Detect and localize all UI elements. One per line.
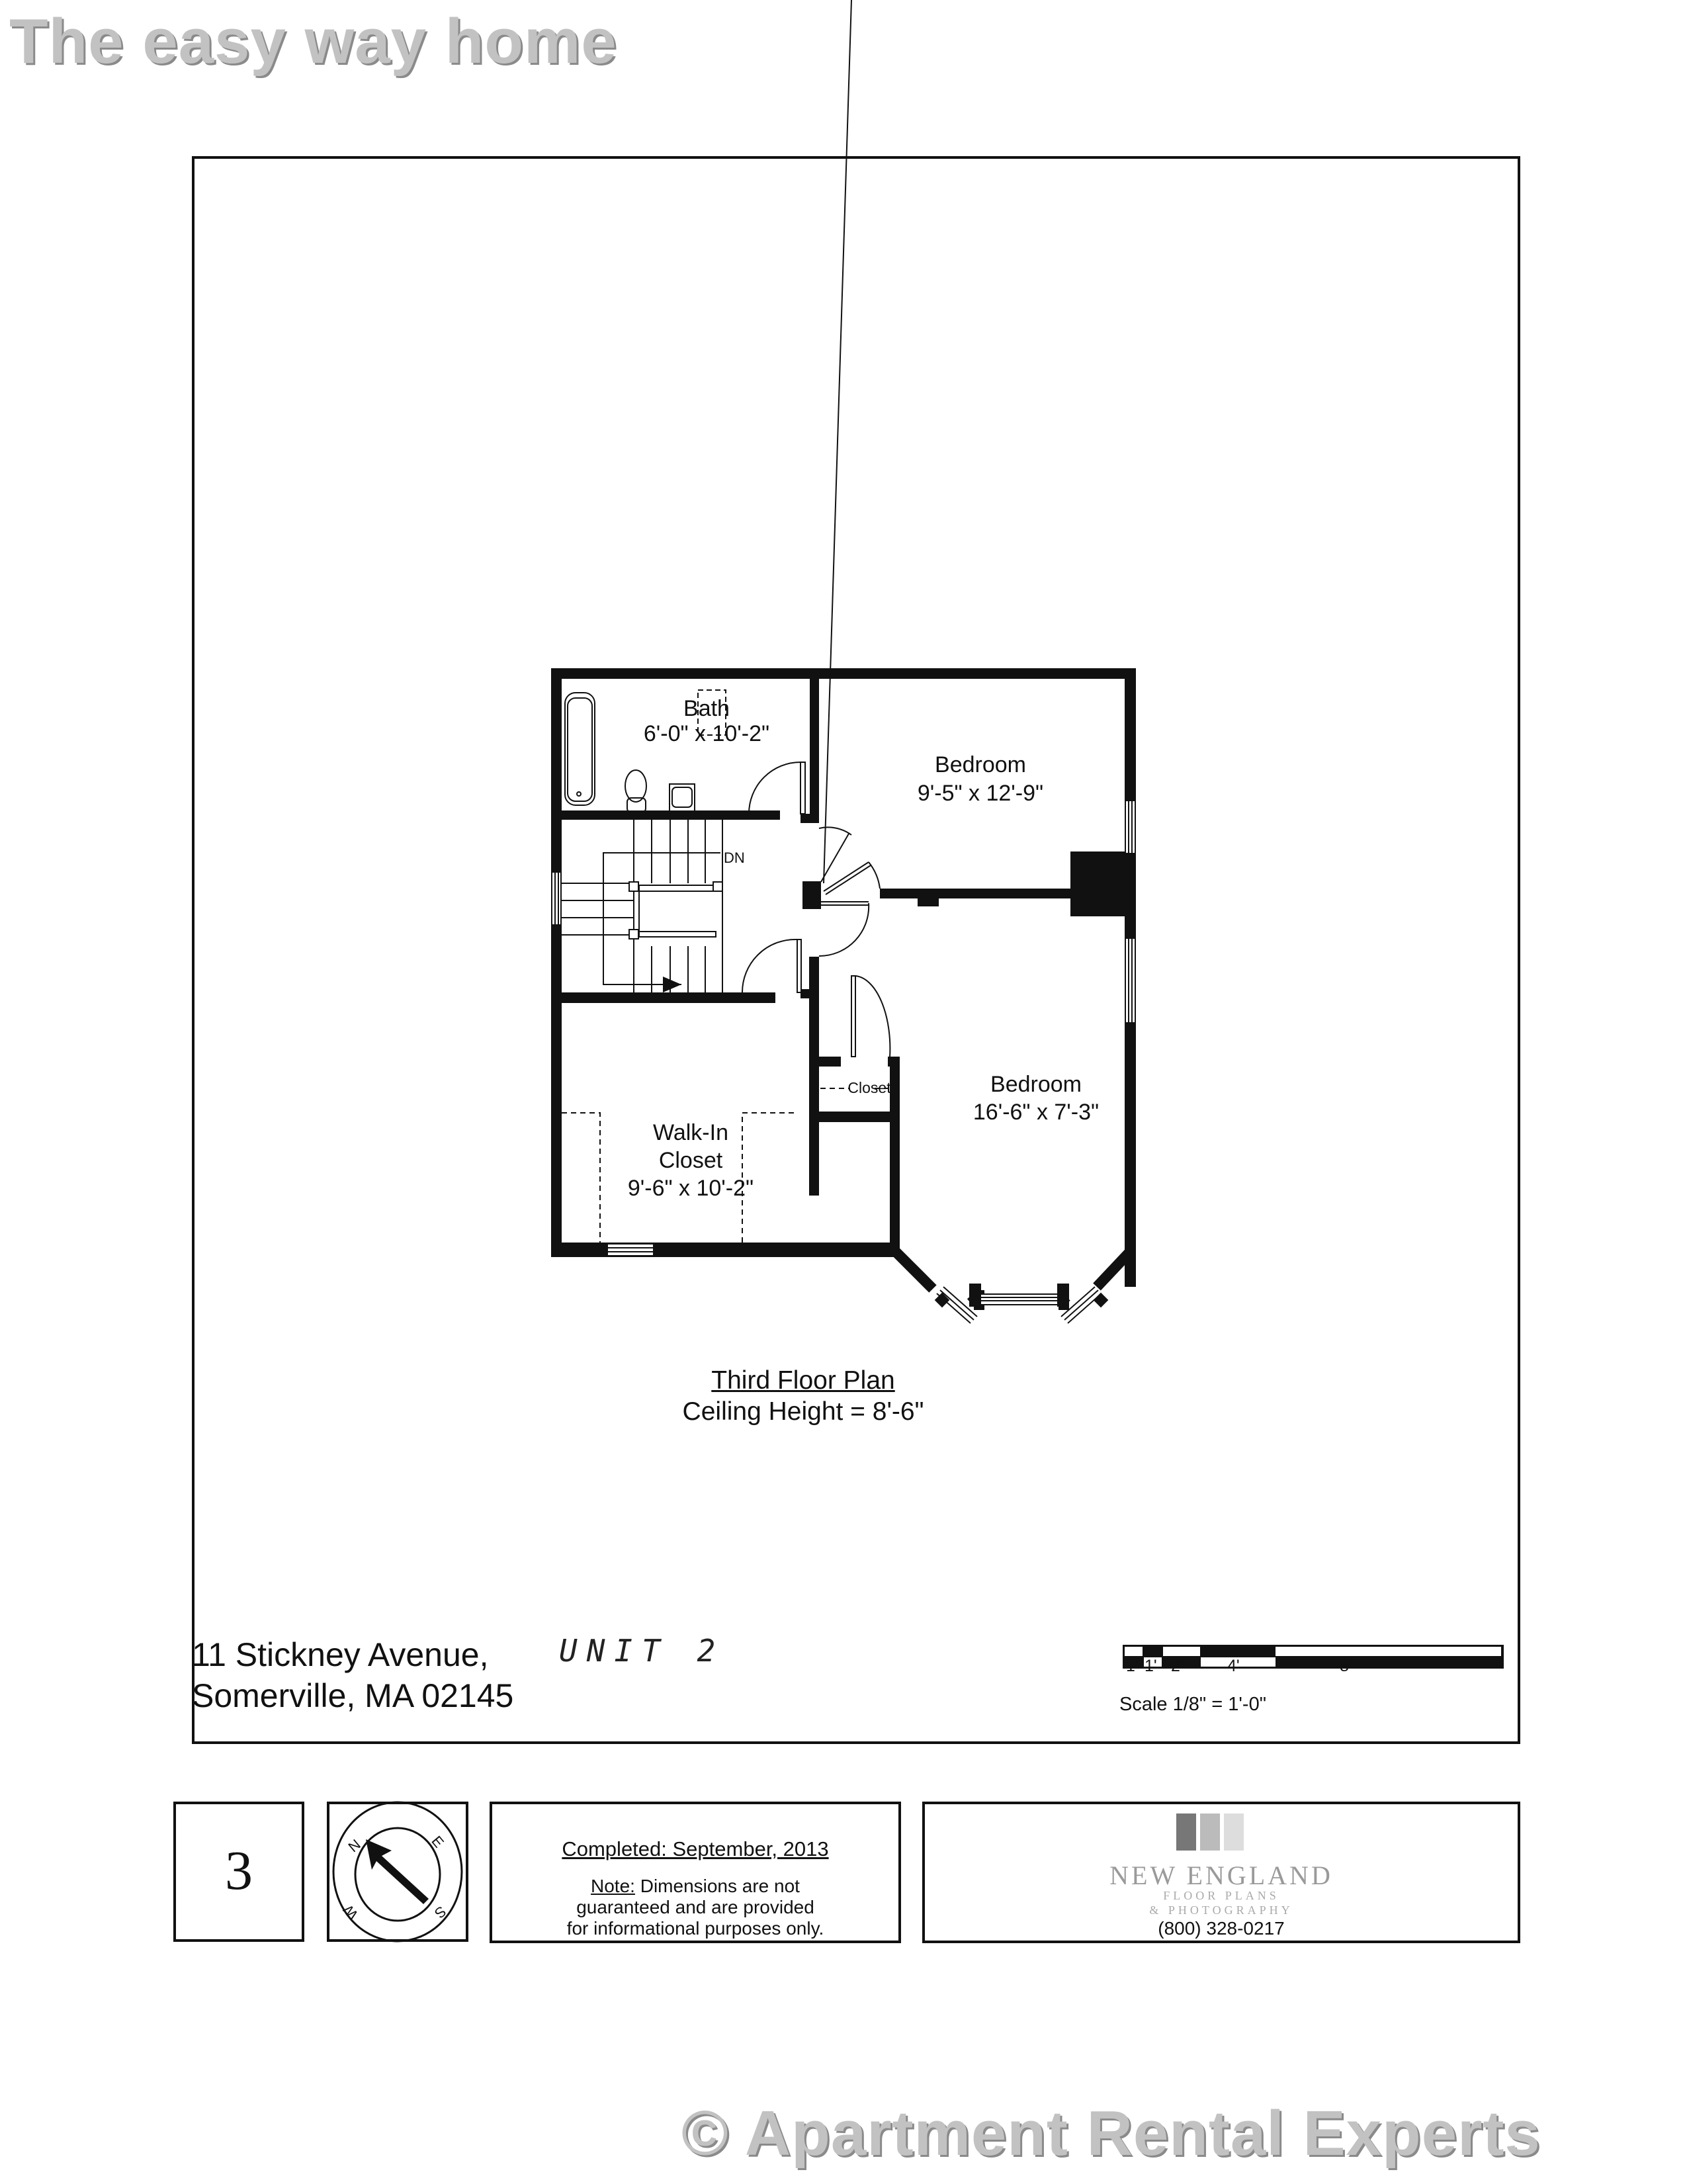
- company-logo-icon: [1176, 1813, 1244, 1851]
- note-label: Note:: [591, 1876, 635, 1896]
- bay-windows: [936, 1286, 1102, 1324]
- stair-direction-label: DN: [724, 850, 745, 866]
- plan-title: Third Floor Plan: [711, 1366, 895, 1395]
- address-line-1: 11 Stickney Avenue,: [192, 1636, 489, 1673]
- compass-box: N E S W: [327, 1802, 468, 1942]
- page-number-box: 3: [173, 1802, 304, 1942]
- room-dims-bath: 6'-0" x 10'-2": [643, 721, 770, 746]
- walls: [551, 668, 1136, 1310]
- room-dims-walk-in: 9'-6" x 10'-2": [627, 1176, 754, 1201]
- note-line-2: guaranteed and are provided: [576, 1897, 814, 1917]
- scale-tick-1: 1': [1126, 1657, 1139, 1675]
- floor-plan-frame: [192, 156, 1520, 1744]
- company-name: NEW ENGLAND: [1109, 1860, 1333, 1890]
- scale-tick-4: 4': [1227, 1657, 1240, 1675]
- room-dims-bedroom-1: 9'-5" x 12'-9": [917, 781, 1044, 806]
- note-text-1: Dimensions are not: [634, 1876, 800, 1896]
- ceiling-height: Ceiling Height = 8'-6": [682, 1397, 924, 1426]
- stair-arrow-icon: [663, 977, 681, 992]
- info-box: Completed: September, 2013 Note: Dimensi…: [490, 1802, 901, 1943]
- compass-w: W: [339, 1901, 362, 1923]
- scale-label: Scale 1/8" = 1'-0": [1119, 1694, 1267, 1715]
- room-dims-bedroom-2: 16'-6" x 7'-3": [973, 1100, 1100, 1125]
- unit-handwritten: UNIT 2: [559, 1633, 725, 1669]
- company-subtitle-2: & PHOTOGRAPHY: [1149, 1903, 1293, 1917]
- page-number: 3: [225, 1840, 253, 1901]
- room-name-closet: Closet: [847, 1079, 891, 1096]
- scale-tick-2: 1': [1145, 1657, 1157, 1675]
- address: 11 Stickney Avenue, Somerville, MA 02145: [192, 1634, 513, 1716]
- company-subtitle-1: FLOOR PLANS: [1163, 1889, 1279, 1902]
- completed-text: Completed: September, 2013: [562, 1837, 829, 1860]
- scale-bar: [1123, 1645, 1504, 1669]
- bath-fixtures: [564, 689, 726, 813]
- room-name-walk-in: Walk-In: [653, 1120, 728, 1145]
- watermark-top: The easy way home: [9, 6, 617, 77]
- note-line-3: for informational purposes only.: [566, 1918, 824, 1939]
- staircase: [562, 820, 723, 992]
- windows: [551, 800, 1136, 1305]
- bay-bottom: [969, 1284, 1069, 1307]
- note-line-1: Note: Dimensions are not: [492, 1876, 898, 1897]
- room-name-bedroom-1: Bedroom: [935, 752, 1026, 777]
- completed-date: Completed: September, 2013: [492, 1837, 898, 1861]
- compass-s: S: [431, 1903, 450, 1922]
- watermark-bottom: © Apartment Rental Experts: [681, 2098, 1541, 2169]
- room-name-walk-in-closet: Closet: [658, 1148, 723, 1173]
- closet-shelves: [562, 1088, 890, 1243]
- company-phone: (800) 328-0217: [1158, 1918, 1285, 1939]
- doors: [742, 0, 891, 1058]
- scale-tick-5: 8': [1340, 1657, 1352, 1675]
- scale-tick-3: 2': [1171, 1657, 1184, 1675]
- room-name-bath: Bath: [683, 696, 730, 721]
- compass-n: N: [345, 1835, 364, 1856]
- room-name-bedroom-2: Bedroom: [990, 1072, 1082, 1097]
- company-logo-box: NEW ENGLAND FLOOR PLANS & PHOTOGRAPHY (8…: [922, 1802, 1520, 1943]
- address-line-2: Somerville, MA 02145: [192, 1677, 514, 1714]
- compass-e: E: [428, 1833, 448, 1851]
